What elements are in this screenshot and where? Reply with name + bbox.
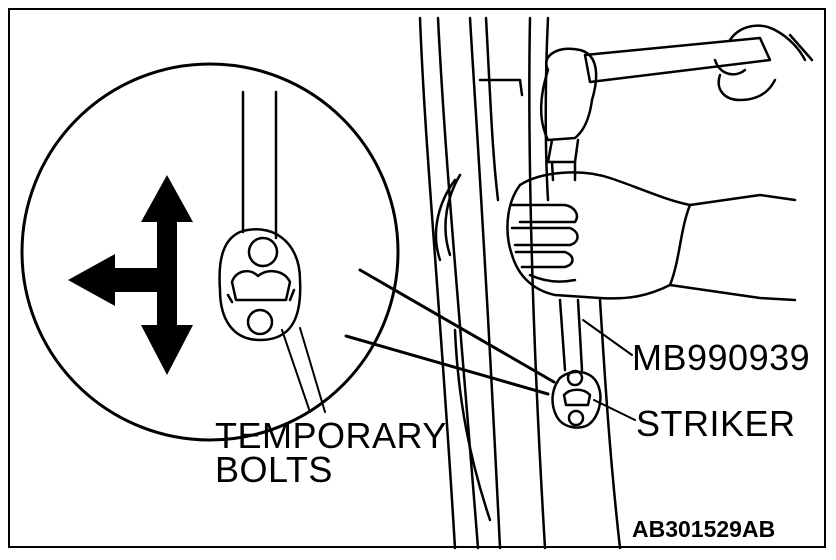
bolts-label-line1: TEMPORARY <box>215 415 447 456</box>
arrow-left-icon <box>68 254 157 306</box>
tool-label: MB990939 <box>632 337 811 378</box>
figure-code: AB301529AB <box>632 516 776 542</box>
enlarged-striker <box>218 228 302 342</box>
bolts-label-line2: BOLTS <box>215 449 333 490</box>
arrow-up-icon <box>141 175 193 272</box>
striker-label: STRIKER <box>636 403 796 444</box>
enlarged-shaft <box>241 90 278 240</box>
upper-hand <box>713 24 814 102</box>
hammer <box>540 36 772 164</box>
leader-lines <box>281 319 636 421</box>
striker-plate <box>551 369 602 429</box>
hand <box>506 171 797 302</box>
magnify-callout <box>20 62 556 442</box>
door-pillar-lines <box>418 16 622 550</box>
tool-shaft <box>550 160 584 372</box>
direction-arrows <box>68 175 193 375</box>
arrow-down-icon <box>141 272 193 375</box>
